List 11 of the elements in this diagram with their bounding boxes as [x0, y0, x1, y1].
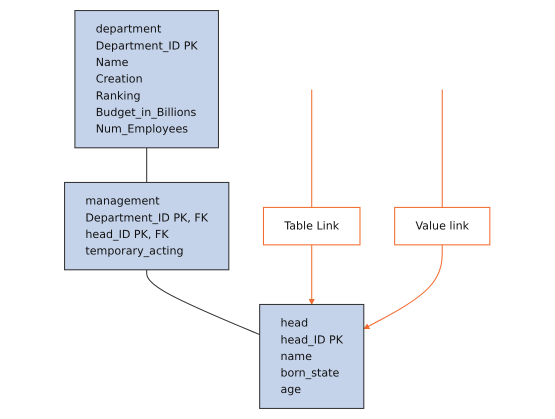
node-box: head head_ID PK name born_state age — [259, 304, 365, 409]
arrow — [308, 244, 316, 305]
node-box: management Department_ID PK, FK head_ID PK, FK temporary_acting — [64, 182, 230, 270]
connector — [442, 90, 444, 208]
node-box: Value link — [394, 206, 491, 246]
connector — [312, 90, 313, 208]
arrow — [364, 244, 444, 330]
node-box: department Department_ID PK Name Creation Ranking Budget_in_Billions Num_Employees — [74, 10, 220, 148]
node-box: Table Link — [263, 206, 361, 246]
connector — [146, 148, 148, 182]
connector — [146, 270, 260, 336]
